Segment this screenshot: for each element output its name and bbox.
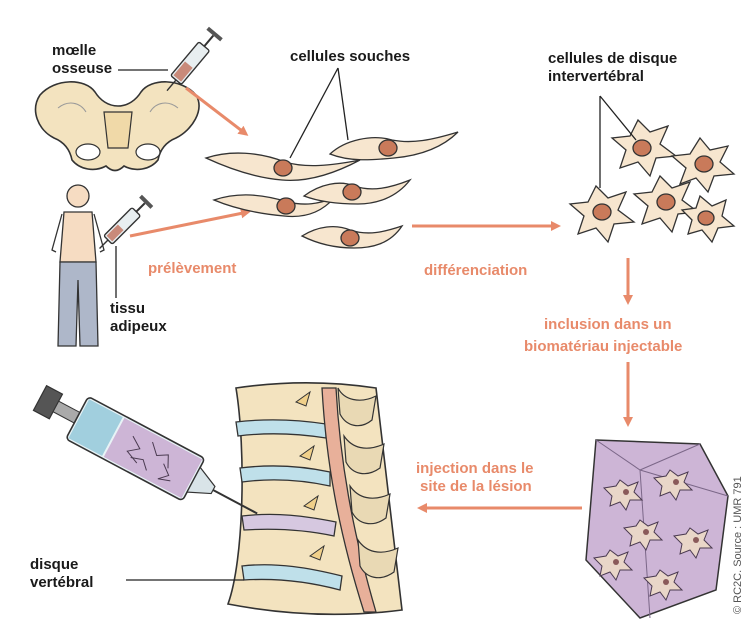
label-moelle: mœlle [52,42,96,59]
disc-cells-group [570,120,734,242]
human-figure-illustration [52,185,104,346]
label-disque: disque [30,556,78,573]
label-osseuse: osseuse [52,60,112,77]
spine-illustration [228,383,402,615]
step-differenciation: différenciation [424,262,527,279]
step-injection-1: injection dans le [416,460,534,477]
label-cellules-disque-1: cellules de disque [548,50,677,67]
label-vertebral: vertébral [30,574,93,591]
step-inclusion-2: biomatériau injectable [524,338,682,355]
label-cellules-disque-2: intervertébral [548,68,644,85]
syringe-adipose [94,195,153,254]
label-tissu: tissu [110,300,145,317]
arrow-adipose-to-cells [130,212,248,236]
step-injection-2: site de la lésion [420,478,532,495]
step-prelevement: prélèvement [148,260,236,277]
injection-syringe [29,377,269,535]
stem-cells-group [206,132,458,248]
step-inclusion-1: inclusion dans un [544,316,672,333]
label-adipeux: adipeux [110,318,167,335]
biomaterial-block [586,440,728,618]
pelvis-illustration [36,82,199,171]
label-cellules-souches: cellules souches [290,48,410,65]
image-credit: © RC2C. Source : UMR 791 [732,476,744,614]
stem-cells-pointer-lines [290,68,348,158]
